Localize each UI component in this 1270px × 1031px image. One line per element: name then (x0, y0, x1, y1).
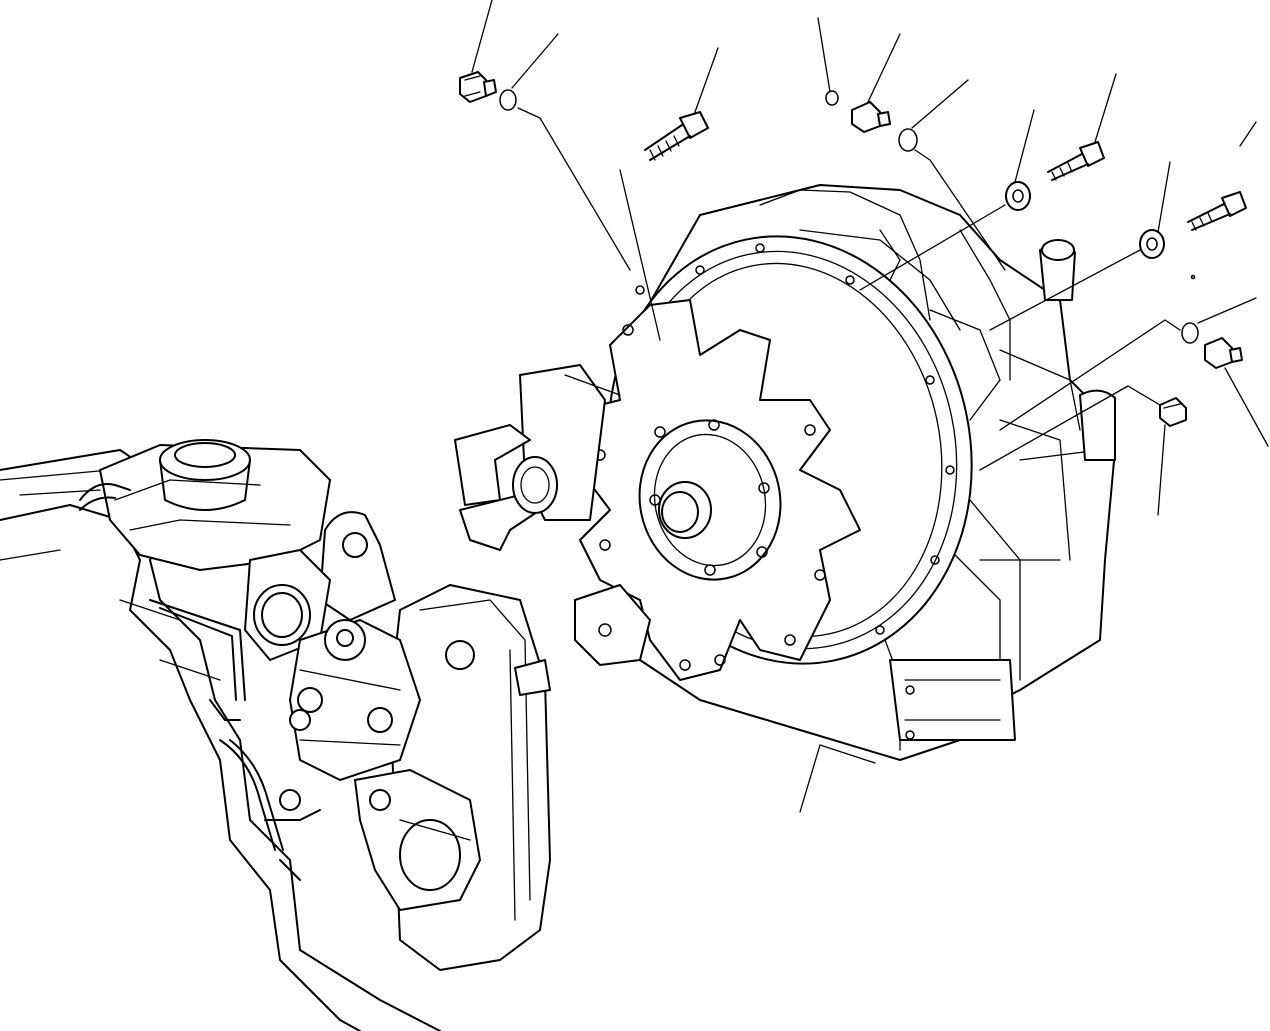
bolt-3 (1187, 191, 1247, 231)
plug-3 (1204, 337, 1243, 369)
plug-4 (1159, 397, 1187, 427)
plug-1 (459, 71, 497, 103)
o-ring-4 (1181, 322, 1199, 344)
leader-lines (471, 0, 1269, 813)
transmission-assembly (454, 184, 1116, 761)
engine-assembly (0, 439, 551, 1031)
washer-1 (1005, 181, 1031, 211)
o-ring-2 (825, 90, 839, 106)
washer-2 (1139, 229, 1165, 259)
fasteners (459, 71, 1247, 427)
flange-bolt-holes (635, 243, 955, 635)
o-ring-1 (499, 89, 517, 111)
plug-2 (851, 101, 891, 133)
o-ring-3 (898, 128, 918, 152)
bolt-1 (644, 111, 709, 161)
bolt-2 (1047, 141, 1105, 181)
